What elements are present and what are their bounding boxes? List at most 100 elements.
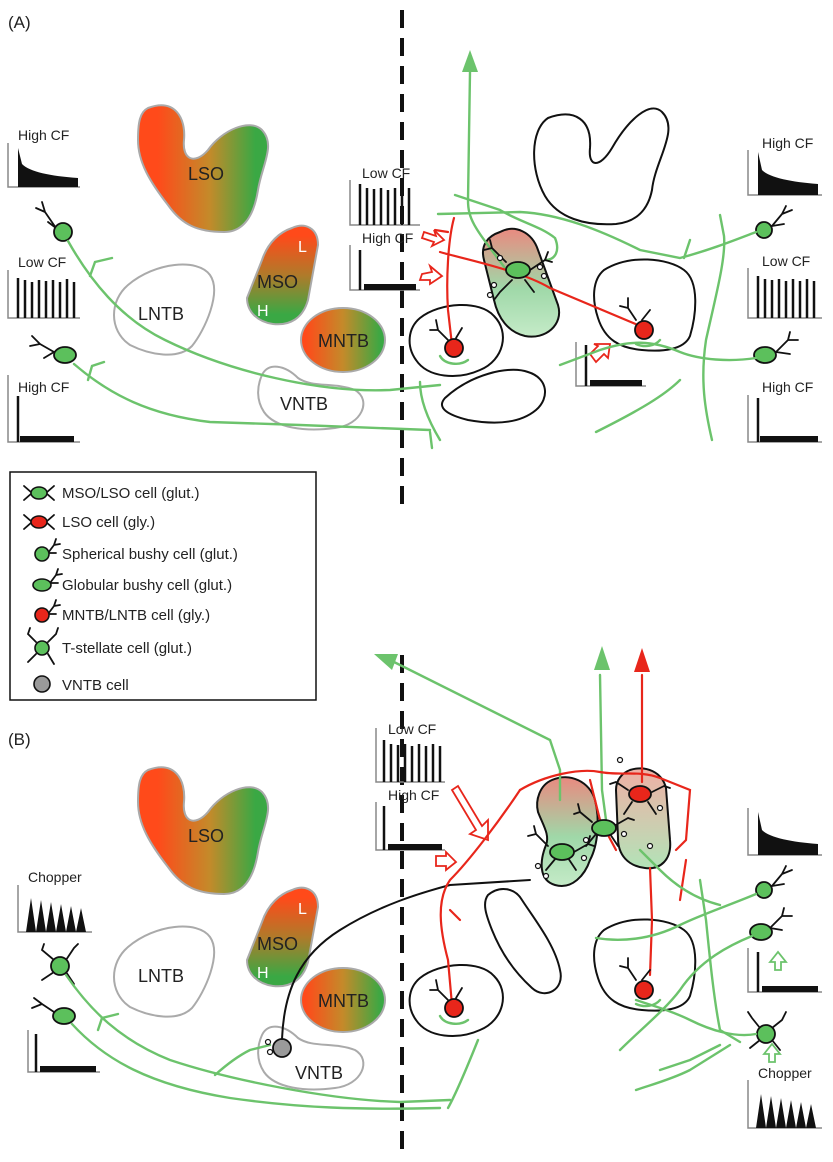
vntb-label-b: VNTB bbox=[295, 1063, 343, 1083]
svg-text:High CF: High CF bbox=[18, 379, 69, 395]
response-low-cf-b-mid: Low CF bbox=[375, 721, 445, 783]
lso-gly-cell-a bbox=[619, 297, 662, 348]
response-high-cf-a-right: High CF bbox=[747, 135, 822, 196]
vntb-nucleus bbox=[257, 365, 365, 431]
mso-cell-central-b-2 bbox=[573, 803, 635, 847]
panel-label-a: (A) bbox=[8, 13, 31, 32]
response-low-cf-a-right: Low CF bbox=[747, 253, 822, 319]
vntb-outline-right-b bbox=[484, 888, 562, 995]
mso-l-label-b: L bbox=[298, 901, 307, 918]
legend-t-stellate-cell-icon bbox=[26, 627, 59, 665]
response-chopper-b-right: Chopper bbox=[747, 1065, 822, 1129]
globular-bushy-cell-a bbox=[29, 335, 77, 364]
mso-nucleus bbox=[245, 224, 320, 326]
green-input-arrow-b-1 bbox=[768, 950, 788, 971]
svg-text:High CF: High CF bbox=[18, 127, 69, 143]
lso-label: LSO bbox=[188, 164, 224, 184]
lntb-outline-right-a bbox=[593, 258, 697, 352]
response-high-cf-a-left: High CF bbox=[7, 127, 80, 188]
response-chopper-b-left: Chopper bbox=[17, 869, 92, 933]
mntb-outline-right-b bbox=[408, 964, 504, 1037]
spherical-bushy-cell-b-right bbox=[755, 865, 793, 899]
legend-item-7: VNTB cell bbox=[62, 677, 129, 694]
svg-text:Low CF: Low CF bbox=[762, 253, 810, 269]
red-input-arrow-b-1 bbox=[450, 784, 489, 842]
svg-text:Low CF: Low CF bbox=[388, 721, 436, 737]
legend-lso-gly-cell-icon bbox=[23, 514, 55, 530]
response-low-cf-a-left: Low CF bbox=[7, 254, 80, 319]
lso-outline-right-a bbox=[533, 107, 670, 226]
mntb-cell-a bbox=[429, 319, 470, 365]
legend-vntb-cell-icon bbox=[33, 675, 51, 693]
globular-bushy-cell-b-right bbox=[749, 907, 793, 941]
t-stellate-cell-b-right bbox=[747, 1011, 787, 1051]
response-high-cf-b-right bbox=[747, 808, 822, 856]
response-high-cf-b-left bbox=[27, 1030, 100, 1073]
spherical-bushy-cell-a-right bbox=[755, 205, 793, 239]
mntb-nucleus bbox=[300, 307, 386, 373]
legend-item-1: MSO/LSO cell (glut.) bbox=[62, 485, 200, 502]
red-input-arrow-2 bbox=[418, 263, 444, 286]
mso-cell-central-b-1 bbox=[527, 825, 595, 880]
green-input-arrow-b-2 bbox=[762, 1042, 782, 1063]
mso-label: MSO bbox=[257, 272, 298, 292]
mntb-label-b: MNTB bbox=[318, 991, 369, 1011]
svg-text:Chopper: Chopper bbox=[758, 1065, 812, 1081]
svg-text:High CF: High CF bbox=[762, 379, 813, 395]
legend-item-2: LSO cell (gly.) bbox=[62, 514, 155, 531]
response-high-cf-b-right-2 bbox=[747, 948, 822, 993]
mso-h-label: H bbox=[257, 303, 269, 320]
lntb-nucleus bbox=[113, 263, 215, 356]
mntb-label: MNTB bbox=[318, 331, 369, 351]
mntb-cell-b bbox=[429, 979, 470, 1025]
svg-text:High CF: High CF bbox=[362, 230, 413, 246]
legend-item-4: Globular bushy cell (glut.) bbox=[62, 577, 232, 594]
response-high-cf-a-right-2: High CF bbox=[747, 379, 822, 443]
spherical-bushy-cell-a bbox=[35, 201, 73, 242]
lso-nucleus bbox=[136, 104, 270, 234]
mso-l-label: L bbox=[298, 239, 307, 256]
vntb-cell-b bbox=[213, 879, 531, 1077]
globular-bushy-cell-a-right bbox=[753, 331, 799, 364]
lntb-cell-b bbox=[619, 957, 662, 1008]
lntb-label-b: LNTB bbox=[138, 966, 184, 986]
response-lso-a-mid bbox=[575, 342, 646, 387]
lso-nucleus-b bbox=[136, 766, 270, 896]
response-high-cf-b-mid: High CF bbox=[375, 787, 445, 851]
svg-text:Low CF: Low CF bbox=[362, 165, 410, 181]
svg-text:Chopper: Chopper bbox=[28, 869, 82, 885]
mso-cell-central-a bbox=[483, 239, 553, 301]
legend-box bbox=[9, 471, 317, 701]
mntb-outline-right-a bbox=[408, 304, 504, 377]
globular-bushy-cell-b-left bbox=[31, 997, 76, 1025]
legend-item-5: MNTB/LNTB cell (gly.) bbox=[62, 607, 210, 624]
svg-text:High CF: High CF bbox=[388, 787, 439, 803]
legend-spherical-bushy-cell-icon bbox=[34, 538, 61, 562]
panel-label-b: (B) bbox=[8, 730, 31, 749]
mso-nucleus-b bbox=[245, 886, 320, 988]
legend-mso-lso-glut-cell-icon bbox=[23, 485, 55, 501]
svg-text:Low CF: Low CF bbox=[18, 254, 66, 270]
vntb-label: VNTB bbox=[280, 394, 328, 414]
lntb-label: LNTB bbox=[138, 304, 184, 324]
vntb-outline-right-a bbox=[441, 368, 546, 424]
response-high-cf-a-mid: High CF bbox=[349, 230, 420, 291]
svg-text:High CF: High CF bbox=[762, 135, 813, 151]
response-low-cf-a-mid: Low CF bbox=[349, 165, 420, 226]
mntb-nucleus-b bbox=[300, 967, 386, 1033]
lso-gly-cell-b bbox=[609, 781, 671, 815]
legend-item-6: T-stellate cell (glut.) bbox=[62, 640, 192, 657]
legend-globular-bushy-cell-icon bbox=[32, 568, 63, 592]
mso-h-label-b: H bbox=[257, 965, 269, 982]
legend-item-3: Spherical bushy cell (glut.) bbox=[62, 546, 238, 563]
legend-mntb-lntb-cell-icon bbox=[34, 599, 61, 623]
red-input-arrow-1 bbox=[420, 229, 446, 249]
t-stellate-cell-b-left bbox=[40, 943, 79, 985]
response-high-cf-a-left-2: High CF bbox=[7, 375, 80, 443]
lso-label-b: LSO bbox=[188, 826, 224, 846]
red-input-arrow-b-2 bbox=[435, 849, 458, 872]
lntb-nucleus-b bbox=[113, 925, 215, 1018]
lntb-outline-right-b bbox=[593, 918, 697, 1012]
mso-label-b: MSO bbox=[257, 934, 298, 954]
